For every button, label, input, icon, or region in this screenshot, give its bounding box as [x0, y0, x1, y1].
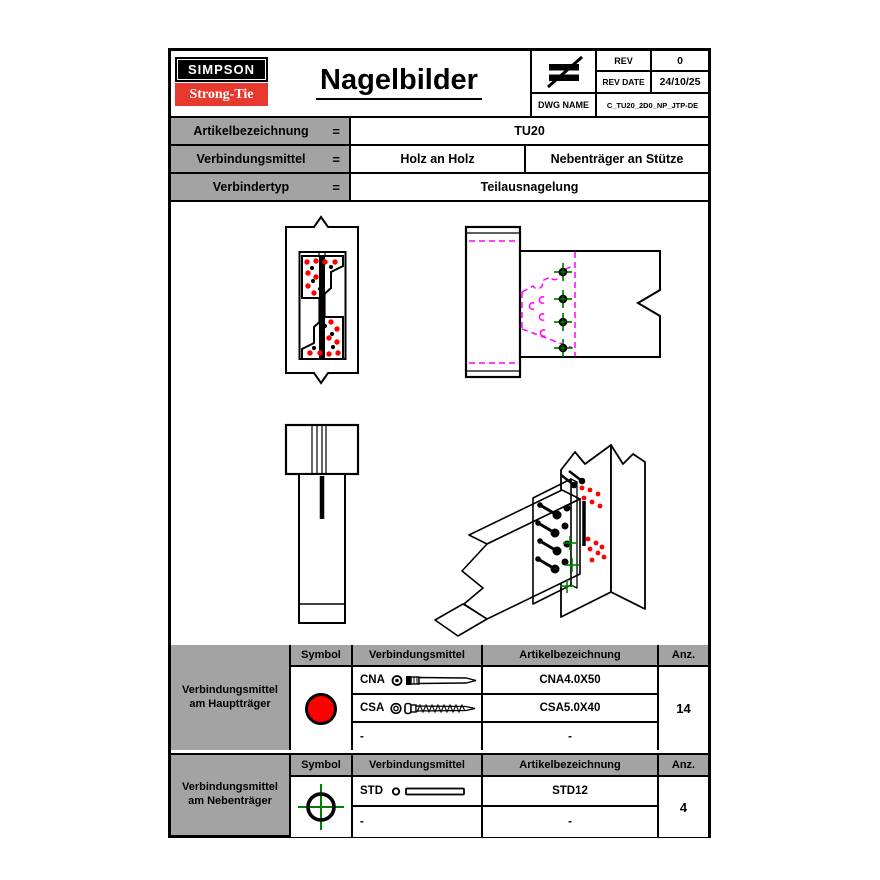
- fastener-row-std: STD: [353, 777, 483, 807]
- attribute-row-verbindertyp: Verbindertyp = Teilausnagelung: [171, 174, 708, 202]
- equals-sign: =: [332, 179, 340, 195]
- article-cell: -: [483, 723, 659, 750]
- fastener-row-empty: -: [353, 807, 483, 837]
- csa-screws: [535, 470, 586, 574]
- logo-simpson-text: SIMPSON: [177, 59, 266, 80]
- rev-label: REV: [597, 51, 652, 72]
- attr-value-right: Nebenträger an Stütze: [550, 152, 684, 166]
- col-symbol: Symbol: [291, 645, 353, 667]
- isometric-view-drawing: [434, 444, 646, 637]
- fastener-code: CNA: [360, 674, 385, 686]
- article-cell: CNA4.0X50: [483, 667, 659, 695]
- equals-sign: =: [332, 123, 340, 139]
- fastener-code: CSA: [360, 702, 385, 714]
- nail-dots-red: [304, 258, 341, 357]
- attribute-table: Artikelbezeichnung = TU20 Verbindungsmit…: [171, 118, 708, 202]
- col-verbindungsmittel: Verbindungsmittel: [353, 755, 483, 777]
- article-cell: STD12: [483, 777, 659, 807]
- dowel-icon: [391, 786, 465, 796]
- attr-value: Teilausnagelung: [480, 180, 579, 194]
- projection-symbol-cell: [532, 51, 597, 94]
- fastener-row-csa: CSA: [353, 695, 483, 723]
- screw-icon: [390, 702, 476, 714]
- table-row-header: Verbindungsmittel am Nebenträger: [171, 755, 291, 835]
- rev-value: 0: [652, 51, 708, 72]
- attribute-row-verbindungsmittel: Verbindungsmittel = Holz an Holz Nebentr…: [171, 146, 708, 174]
- symbol-cell: [291, 667, 353, 750]
- attr-value: TU20: [514, 124, 545, 138]
- simpson-strongtie-logo: SIMPSON Strong-Tie: [175, 57, 268, 106]
- col-artikelbezeichnung: Artikelbezeichnung: [483, 755, 659, 777]
- attr-label: Artikelbezeichnung: [193, 124, 309, 138]
- std-fasteners: [554, 263, 572, 357]
- logo-strongtie-text: Strong-Tie: [175, 83, 268, 106]
- iso-std-markers: [560, 536, 579, 593]
- col-anz: Anz.: [659, 645, 708, 667]
- count-cell: 14: [659, 667, 708, 750]
- sheet-frame: SIMPSON Strong-Tie Nagelbilder REV 0 REV…: [168, 48, 711, 838]
- fastener-code: -: [360, 816, 364, 828]
- fastener-code: -: [360, 730, 364, 743]
- attr-value-left: Holz an Holz: [351, 146, 526, 172]
- page-title: Nagelbilder: [316, 64, 482, 100]
- main-fastener-symbol-red-circle: [305, 692, 337, 725]
- article-cell: -: [483, 807, 659, 837]
- col-anz: Anz.: [659, 755, 708, 777]
- equals-sign: =: [332, 151, 340, 167]
- dwg-name-label: DWG NAME: [532, 94, 597, 116]
- col-symbol: Symbol: [291, 755, 353, 777]
- nail-icon: [391, 674, 477, 686]
- front-view-drawing: [285, 215, 359, 385]
- col-artikelbezeichnung: Artikelbezeichnung: [483, 645, 659, 667]
- fastener-row-cna: CNA: [353, 667, 483, 695]
- table-row-header: Verbindungsmittel am Hauptträger: [171, 645, 291, 750]
- fastener-row-empty: -: [353, 723, 483, 750]
- nail-dots-black: [309, 264, 336, 351]
- fastener-table-haupttraeger: Verbindungsmittel am Hauptträger Symbol …: [171, 645, 708, 750]
- drawings-canvas: [284, 215, 661, 637]
- dwg-name-value: C_TU20_2D0_NP_JTP-DE: [606, 100, 699, 110]
- rev-date-value: 24/10/25: [652, 72, 708, 94]
- col-verbindungsmittel: Verbindungsmittel: [353, 645, 483, 667]
- article-cell: CSA5.0X40: [483, 695, 659, 723]
- hidden-holes: [528, 296, 546, 337]
- fastener-table-nebentraeger: Verbindungsmittel am Nebenträger Symbol …: [171, 753, 708, 837]
- symbol-cell: [291, 777, 353, 837]
- count-cell: 4: [659, 777, 708, 837]
- fastener-code: STD: [360, 785, 383, 797]
- attr-label: Verbindertyp: [212, 180, 290, 194]
- secondary-fastener-symbol-crosshair: [298, 784, 344, 830]
- side-view-drawing: [464, 225, 661, 379]
- top-view-drawing: [284, 423, 360, 624]
- attr-label: Verbindungsmittel: [196, 152, 306, 166]
- not-equal-projection-icon: [546, 55, 583, 88]
- iso-nail-dots-red: [579, 485, 607, 563]
- attribute-row-artikelbezeichnung: Artikelbezeichnung = TU20: [171, 118, 708, 146]
- revision-block: REV 0 REV DATE 24/10/25 DWG NAME C_TU20_…: [530, 51, 708, 116]
- title-block: SIMPSON Strong-Tie Nagelbilder REV 0 REV…: [171, 51, 708, 118]
- rev-date-label: REV DATE: [597, 72, 652, 94]
